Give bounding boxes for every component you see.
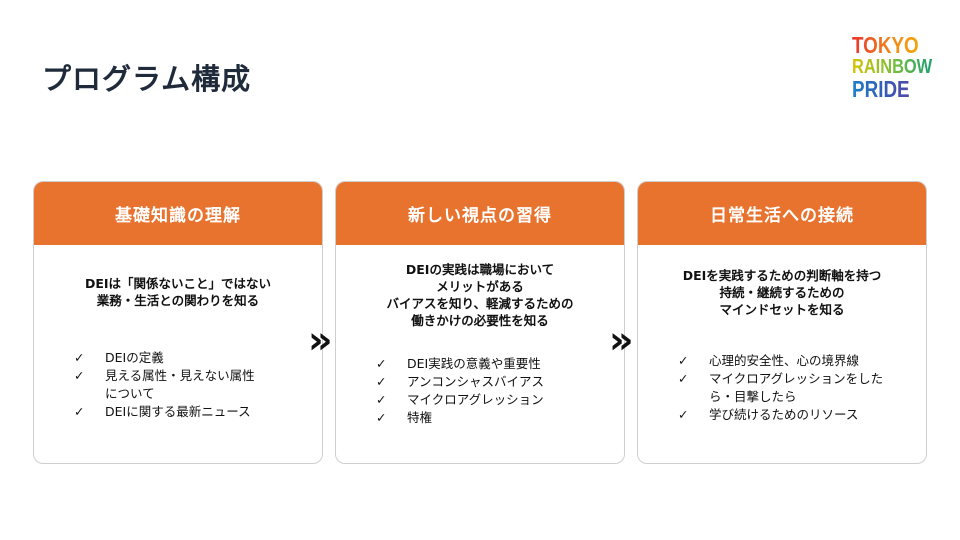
list-item: ✓ マイクロアグレッション bbox=[376, 391, 624, 409]
list-item: ✓ DEIの定義 bbox=[74, 349, 322, 367]
item-text: マイクロアグレッションをした ら・目撃したら bbox=[709, 371, 884, 404]
lead-line: バイアスを知り、軽減するための bbox=[386, 296, 574, 311]
list-item: ✓ DEI実践の意義や重要性 bbox=[376, 355, 624, 373]
item-text: 学び続けるためのリソース bbox=[709, 407, 859, 422]
page-title: プログラム構成 bbox=[42, 62, 252, 96]
topic-list: ✓ 心理的安全性、心の境界線 ✓ マイクロアグレッションをした ら・目撃したら ✓ 学び続… bbox=[638, 352, 926, 424]
check-icon: ✓ bbox=[74, 368, 85, 383]
chevron-right-icon: » bbox=[609, 318, 633, 362]
check-icon: ✓ bbox=[678, 353, 689, 368]
card-lead: DEIを実践するための判断軸を持つ持続・継続するためのマインドセットを知る bbox=[638, 267, 926, 318]
program-card: 日常生活への接続 DEIを実践するための判断軸を持つ持続・継続するためのマインドセ… bbox=[637, 181, 927, 464]
program-card: 基礎知識の理解 DEIは「関係ないこと」ではない業務・生活との関わりを知る ✓ DEI… bbox=[33, 181, 323, 464]
item-text: 見える属性・見えない属性 について bbox=[105, 368, 255, 401]
topic-list: ✓ DEIの定義 ✓ 見える属性・見えない属性 について ✓ DEIに関する最新ニュース bbox=[34, 349, 322, 421]
item-text: 心理的安全性、心の境界線 bbox=[709, 353, 860, 368]
list-item: ✓ マイクロアグレッションをした ら・目撃したら bbox=[678, 370, 926, 406]
card-header: 日常生活への接続 bbox=[638, 182, 926, 245]
lead-line: 業務・生活との関わりを知る bbox=[96, 293, 260, 308]
check-icon: ✓ bbox=[376, 392, 387, 407]
logo-line2: RAINBOW bbox=[852, 56, 933, 78]
card-header: 新しい視点の習得 bbox=[336, 182, 624, 245]
item-text: アンコンシャスバイアス bbox=[407, 374, 545, 389]
check-icon: ✓ bbox=[74, 404, 85, 419]
card-header: 基礎知識の理解 bbox=[34, 182, 322, 245]
card-lead: DEIの実践は職場においてメリットがあるバイアスを知り、軽減するための働きかけの… bbox=[336, 261, 624, 329]
item-text: マイクロアグレッション bbox=[407, 392, 544, 407]
logo-line3: PRIDE bbox=[852, 78, 932, 101]
list-item: ✓ アンコンシャスバイアス bbox=[376, 373, 624, 391]
logo-line1: TOKYO bbox=[852, 34, 932, 57]
card-lead: DEIは「関係ないこと」ではない業務・生活との関わりを知る bbox=[34, 275, 322, 309]
lead-line: DEIの実践は職場において bbox=[405, 262, 555, 277]
list-item: ✓ DEIに関する最新ニュース bbox=[74, 403, 322, 421]
item-text: 特権 bbox=[407, 410, 433, 425]
check-icon: ✓ bbox=[678, 371, 689, 386]
list-item: ✓ 学び続けるためのリソース bbox=[678, 406, 926, 424]
list-item: ✓ 見える属性・見えない属性 について bbox=[74, 367, 322, 403]
item-text: DEI実践の意義や重要性 bbox=[407, 356, 541, 371]
check-icon: ✓ bbox=[678, 407, 689, 422]
item-text: DEIに関する最新ニュース bbox=[105, 404, 251, 419]
list-item: ✓ 特権 bbox=[376, 409, 624, 427]
chevron-right-icon: » bbox=[308, 318, 332, 362]
check-icon: ✓ bbox=[376, 410, 387, 425]
lead-line: 持続・継続するための bbox=[719, 285, 845, 300]
check-icon: ✓ bbox=[376, 374, 387, 389]
lead-line: DEIは「関係ないこと」ではない bbox=[84, 276, 272, 291]
list-item: ✓ 心理的安全性、心の境界線 bbox=[678, 352, 926, 370]
lead-line: メリットがある bbox=[436, 279, 524, 294]
lead-line: 働きかけの必要性を知る bbox=[411, 313, 549, 328]
program-card: 新しい視点の習得 DEIの実践は職場においてメリットがあるバイアスを知り、軽減する… bbox=[335, 181, 625, 464]
lead-line: DEIを実践するための判断軸を持つ bbox=[682, 268, 882, 283]
check-icon: ✓ bbox=[376, 356, 387, 371]
item-text: DEIの定義 bbox=[105, 350, 164, 365]
lead-line: マインドセットを知る bbox=[719, 302, 845, 317]
topic-list: ✓ DEI実践の意義や重要性 ✓ アンコンシャスバイアス ✓ マイクロアグレッション ✓ 特権 bbox=[336, 355, 624, 427]
tokyo-rainbow-pride-logo: TOKYO RAINBOW PRIDE bbox=[852, 34, 950, 101]
check-icon: ✓ bbox=[74, 350, 85, 365]
